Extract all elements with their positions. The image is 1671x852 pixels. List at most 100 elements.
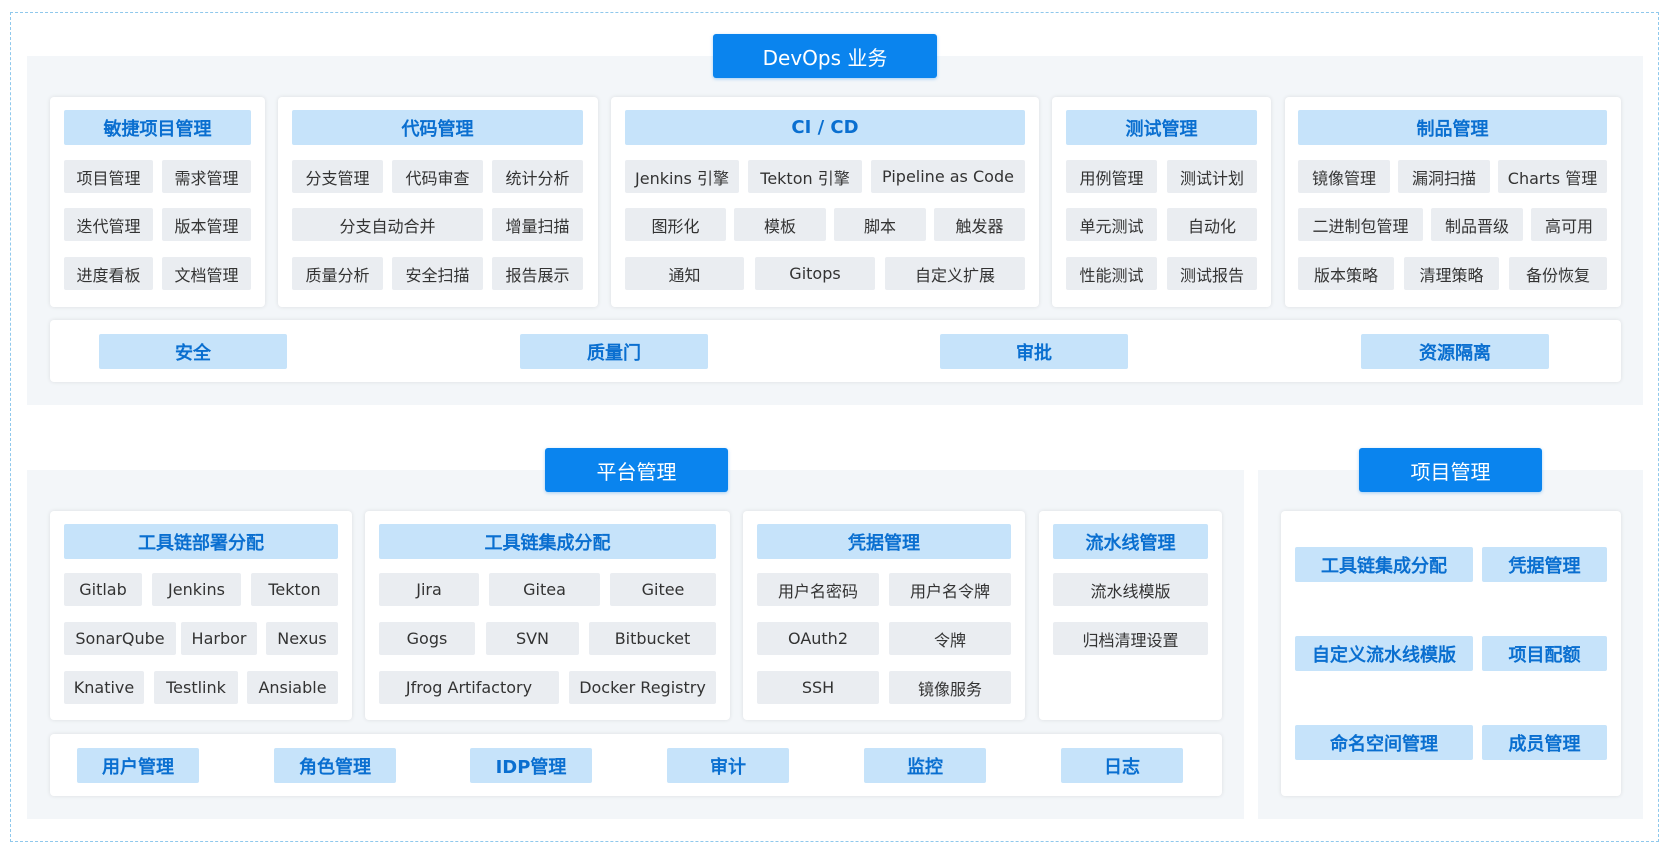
agile-item: 文档管理 [162,257,251,290]
project-item: 自定义流水线模版 [1295,636,1473,671]
artifact-item: 漏洞扫描 [1398,160,1490,193]
cicd-item: Pipeline as Code [871,160,1025,193]
deploy-item: Tekton [251,573,338,606]
agile-item: 需求管理 [162,160,251,193]
agile-heading: 敏捷项目管理 [64,110,251,145]
cicd-heading: CI / CD [625,110,1025,145]
platform-bar-item: IDP管理 [470,748,592,783]
agile-item: 进度看板 [64,257,153,290]
artifact-item: 二进制包管理 [1298,208,1423,241]
project-item: 项目配额 [1482,636,1607,671]
code-item: 安全扫描 [392,257,483,290]
cicd-item: Jenkins 引擎 [625,160,739,193]
test-item: 单元测试 [1066,208,1157,241]
integrate-item: Gitee [610,573,716,606]
platform-bar-item: 用户管理 [77,748,199,783]
artifact-item: 制品晋级 [1431,208,1523,241]
credential-item: OAuth2 [757,622,879,655]
cicd-item: 模板 [734,208,826,241]
deploy-item: Ansiable [247,671,338,704]
code-card: 代码管理 分支管理 代码审查 统计分析 分支自动合并 增量扫描 质量分析 安全扫… [278,97,598,307]
deploy-item: Nexus [266,622,338,655]
credential-card: 凭据管理 用户名密码 用户名令牌 OAuth2 令牌 SSH 镜像服务 [743,511,1025,720]
integrate-heading: 工具链集成分配 [379,524,716,559]
agile-item: 项目管理 [64,160,153,193]
credential-item: 用户名令牌 [889,573,1011,606]
integrate-item: SVN [486,622,579,655]
integrate-item: Gogs [379,622,475,655]
deploy-item: Gitlab [64,573,142,606]
test-item: 性能测试 [1066,257,1157,290]
devops-bar: 安全 质量门 审批 资源隔离 [50,320,1621,382]
cicd-item: 图形化 [625,208,726,241]
cicd-card: CI / CD Jenkins 引擎 Tekton 引擎 Pipeline as… [611,97,1039,307]
artifact-card: 制品管理 镜像管理 漏洞扫描 Charts 管理 二进制包管理 制品晋级 高可用… [1285,97,1621,307]
project-item: 成员管理 [1482,725,1607,760]
platform-bar-item: 角色管理 [274,748,396,783]
platform-title: 平台管理 [545,448,728,492]
test-item: 用例管理 [1066,160,1157,193]
integrate-item: Jira [379,573,479,606]
code-item: 报告展示 [492,257,583,290]
platform-bar-item: 监控 [864,748,986,783]
devops-bar-item: 质量门 [520,334,708,369]
deploy-card: 工具链部署分配 Gitlab Jenkins Tekton SonarQube … [50,511,352,720]
integrate-card: 工具链集成分配 Jira Gitea Gitee Gogs SVN Bitbuc… [365,511,730,720]
code-item: 统计分析 [492,160,583,193]
pipeline-item: 流水线模版 [1053,573,1208,606]
credential-item: 用户名密码 [757,573,879,606]
artifact-item: 清理策略 [1404,257,1499,290]
platform-bar-item: 审计 [667,748,789,783]
cicd-item: 自定义扩展 [885,257,1025,290]
deploy-item: Jenkins [152,573,241,606]
cicd-item: Tekton 引擎 [748,160,862,193]
project-title: 项目管理 [1359,448,1542,492]
test-item: 自动化 [1167,208,1257,241]
pipeline-item: 归档清理设置 [1053,622,1208,655]
credential-item: 令牌 [889,622,1011,655]
devops-bar-item: 资源隔离 [1361,334,1549,369]
test-item: 测试计划 [1167,160,1257,193]
project-item: 工具链集成分配 [1295,547,1473,582]
code-item: 增量扫描 [492,208,583,241]
outer-frame [10,12,1659,842]
cicd-item: 脚本 [834,208,926,241]
deploy-item: Knative [64,671,144,704]
agile-card: 敏捷项目管理 项目管理 需求管理 迭代管理 版本管理 进度看板 文档管理 [50,97,265,307]
pipeline-card: 流水线管理 流水线模版 归档清理设置 [1039,511,1222,720]
test-item: 测试报告 [1167,257,1257,290]
devops-bar-item: 安全 [99,334,287,369]
test-card: 测试管理 用例管理 测试计划 单元测试 自动化 性能测试 测试报告 [1052,97,1271,307]
credential-item: 镜像服务 [889,671,1011,704]
credential-heading: 凭据管理 [757,524,1011,559]
integrate-item: Bitbucket [589,622,716,655]
code-item: 分支管理 [292,160,383,193]
integrate-item: Docker Registry [569,671,716,704]
devops-bar-item: 审批 [940,334,1128,369]
code-item: 代码审查 [392,160,483,193]
integrate-item: Gitea [489,573,600,606]
pipeline-heading: 流水线管理 [1053,524,1208,559]
code-item: 分支自动合并 [292,208,483,241]
project-item: 凭据管理 [1482,547,1607,582]
project-item: 命名空间管理 [1295,725,1473,760]
platform-bar-item: 日志 [1061,748,1183,783]
artifact-item: Charts 管理 [1498,160,1607,193]
artifact-item: 高可用 [1531,208,1607,241]
cicd-item: 触发器 [934,208,1025,241]
test-heading: 测试管理 [1066,110,1257,145]
platform-bar: 用户管理 角色管理 IDP管理 审计 监控 日志 [50,734,1222,796]
deploy-item: Harbor [181,622,257,655]
project-card: 工具链集成分配 凭据管理 自定义流水线模版 项目配额 命名空间管理 成员管理 [1281,511,1621,796]
agile-item: 迭代管理 [64,208,153,241]
cicd-item: Gitops [755,257,875,290]
credential-item: SSH [757,671,879,704]
deploy-heading: 工具链部署分配 [64,524,338,559]
artifact-item: 镜像管理 [1298,160,1390,193]
deploy-item: SonarQube [64,622,176,655]
artifact-item: 版本策略 [1298,257,1394,290]
code-item: 质量分析 [292,257,383,290]
integrate-item: Jfrog Artifactory [379,671,559,704]
cicd-item: 通知 [625,257,744,290]
devops-title: DevOps 业务 [713,34,937,78]
